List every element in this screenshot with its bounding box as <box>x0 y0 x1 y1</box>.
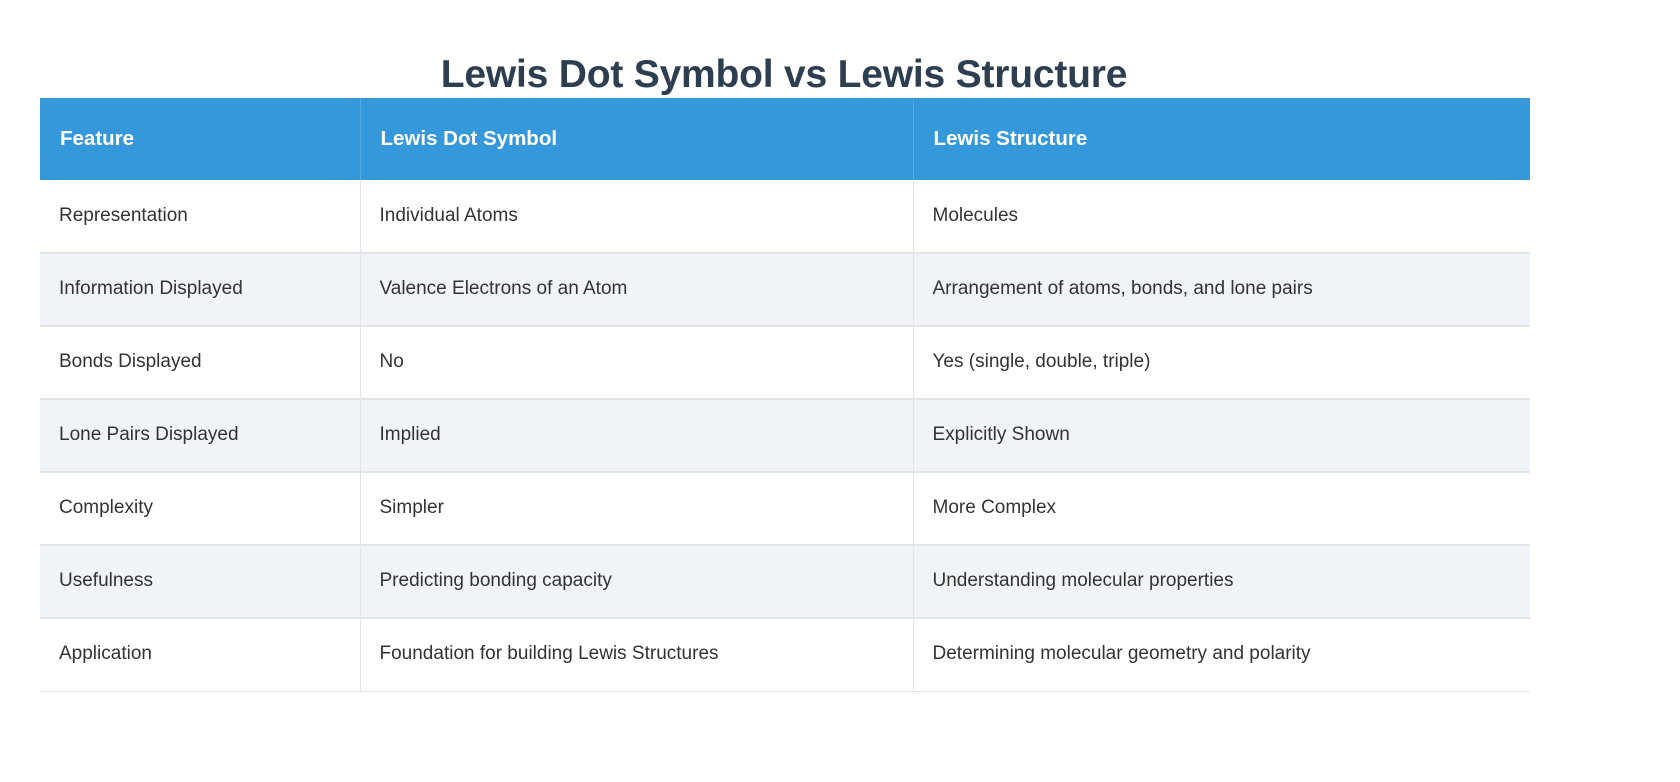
comparison-table: Feature Lewis Dot Symbol Lewis Structure… <box>40 98 1530 692</box>
cell-lewis-structure: Yes (single, double, triple) <box>913 326 1530 400</box>
cell-lewis-structure: Explicitly Shown <box>913 399 1530 473</box>
page-title: Lewis Dot Symbol vs Lewis Structure <box>440 53 1128 97</box>
cell-lewis-dot-symbol: Valence Electrons of an Atom <box>360 253 914 327</box>
cell-lewis-dot-symbol: Foundation for building Lewis Structures <box>360 618 914 692</box>
cell-lewis-structure: More Complex <box>913 472 1530 546</box>
cell-lewis-dot-symbol: No <box>360 326 914 400</box>
cell-lewis-structure: Determining molecular geometry and polar… <box>913 618 1530 692</box>
cell-feature: Representation <box>40 180 361 254</box>
cell-lewis-dot-symbol: Implied <box>360 399 914 473</box>
cell-feature: Lone Pairs Displayed <box>40 399 361 473</box>
table-header-row: Feature Lewis Dot Symbol Lewis Structure <box>40 98 1530 180</box>
cell-lewis-structure: Understanding molecular properties <box>913 545 1530 619</box>
comparison-table-wrapper: Feature Lewis Dot Symbol Lewis Structure… <box>40 98 1530 692</box>
cell-lewis-structure: Molecules <box>913 180 1530 254</box>
column-header-lewis-structure: Lewis Structure <box>913 98 1530 180</box>
cell-feature: Usefulness <box>40 545 361 619</box>
cell-lewis-structure: Arrangement of atoms, bonds, and lone pa… <box>913 253 1530 327</box>
column-header-feature: Feature <box>40 98 361 180</box>
cell-feature: Complexity <box>40 472 361 546</box>
cell-lewis-dot-symbol: Predicting bonding capacity <box>360 545 914 619</box>
cell-feature: Information Displayed <box>40 253 361 327</box>
cell-lewis-dot-symbol: Simpler <box>360 472 914 546</box>
table-header: Feature Lewis Dot Symbol Lewis Structure <box>40 98 1530 180</box>
column-header-lewis-dot-symbol: Lewis Dot Symbol <box>360 98 914 180</box>
cell-feature: Application <box>40 618 361 692</box>
cell-lewis-dot-symbol: Individual Atoms <box>360 180 914 254</box>
cell-feature: Bonds Displayed <box>40 326 361 400</box>
